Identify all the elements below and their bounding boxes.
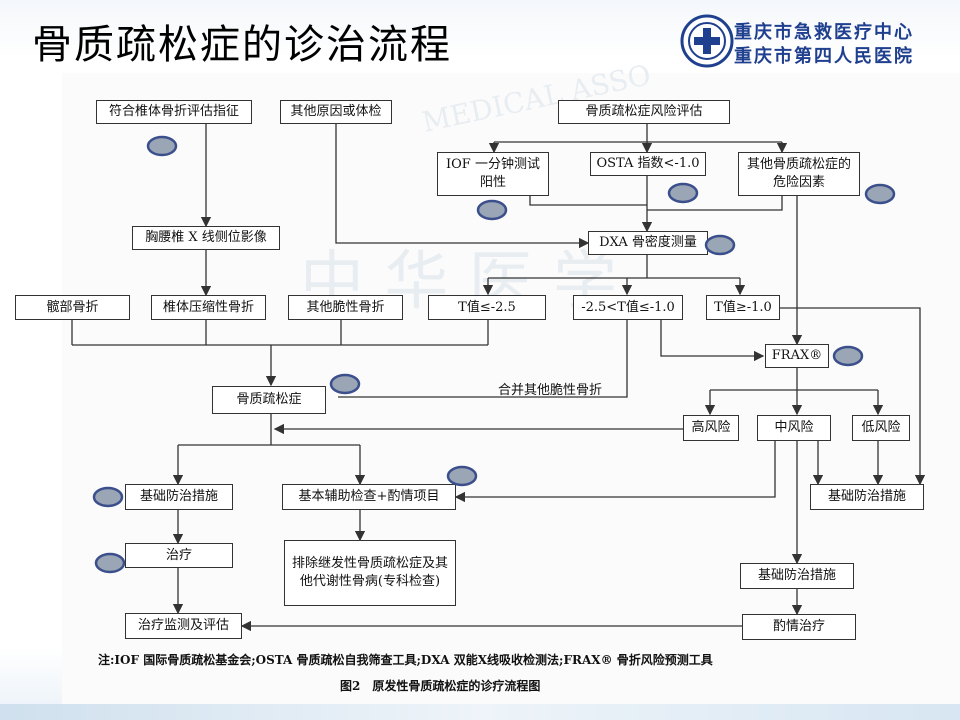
box-other-causes: 其他原因或体检: [280, 100, 392, 124]
box-discretionary-treatment: 酌情治疗: [742, 614, 856, 640]
box-basic-prevention-right: 基础防治措施: [810, 484, 924, 510]
hospital-emblem-icon: [680, 14, 734, 68]
box-high-risk: 高风险: [683, 415, 739, 441]
box-osteoporosis: 骨质疏松症: [212, 386, 326, 414]
annotation-oval: [92, 486, 124, 508]
box-other-fragility: 其他脆性骨折: [288, 295, 403, 320]
figure-caption: 图2 原发性骨质疏松症的诊疗流程图: [340, 679, 541, 693]
box-aux-exam: 基本辅助检查+酌情项目: [282, 484, 456, 510]
box-exclude-secondary: 排除继发性骨质疏松症及其他代谢性骨病(专科检查): [284, 540, 456, 606]
box-iof-test: IOF 一分钟测试阳性: [437, 152, 549, 196]
box-treatment: 治疗: [125, 543, 233, 568]
annotation-oval: [667, 182, 699, 204]
annotation-oval: [94, 552, 126, 574]
annotation-oval: [329, 373, 361, 395]
box-low-risk: 低风险: [852, 415, 910, 441]
box-frax: FRAX®: [765, 344, 829, 368]
org-name-line1: 重庆市急救医疗中心: [734, 22, 914, 43]
box-t-mid: -2.5<T值≤-1.0: [573, 295, 683, 320]
slide-title: 骨质疏松症的诊治流程: [32, 22, 452, 68]
slide-bottom-strip: [0, 704, 960, 720]
box-hip-fracture: 髋部骨折: [15, 295, 130, 320]
annotation-oval: [476, 199, 508, 221]
annotation-oval: [146, 135, 178, 157]
box-monitoring: 治疗监测及评估: [125, 613, 242, 639]
box-vertebral-criteria: 符合椎体骨折评估指征: [96, 100, 252, 124]
annotation-oval: [832, 345, 864, 367]
box-basic-prevention-left: 基础防治措施: [125, 484, 233, 510]
box-mid-risk: 中风险: [757, 415, 831, 441]
org-name-line2: 重庆市第四人民医院: [734, 46, 914, 67]
box-risk-assessment: 骨质疏松症风险评估: [558, 100, 730, 124]
annotation-oval: [704, 234, 736, 256]
edge-label-fragility: 合并其他脆性骨折: [498, 383, 603, 398]
box-vertebral-compression: 椎体压缩性骨折: [151, 295, 266, 320]
annotation-oval: [446, 465, 478, 487]
figure-note: 注:IOF 国际骨质疏松基金会;OSTA 骨质疏松自我筛查工具;DXA 双能X线…: [98, 653, 713, 667]
box-osta-index: OSTA 指数<-1.0: [590, 152, 706, 176]
box-spine-xray: 胸腰椎 X 线侧位影像: [132, 226, 280, 250]
box-basic-prevention-bottom: 基础防治措施: [740, 563, 854, 589]
box-t-ge-1: T值≥-1.0: [706, 295, 780, 320]
box-dxa: DXA 骨密度测量: [588, 231, 708, 255]
box-other-risk-factors: 其他骨质疏松症的危险因素: [738, 152, 860, 196]
box-t-le-2-5: T值≤-2.5: [428, 295, 546, 320]
annotation-oval: [864, 183, 896, 205]
